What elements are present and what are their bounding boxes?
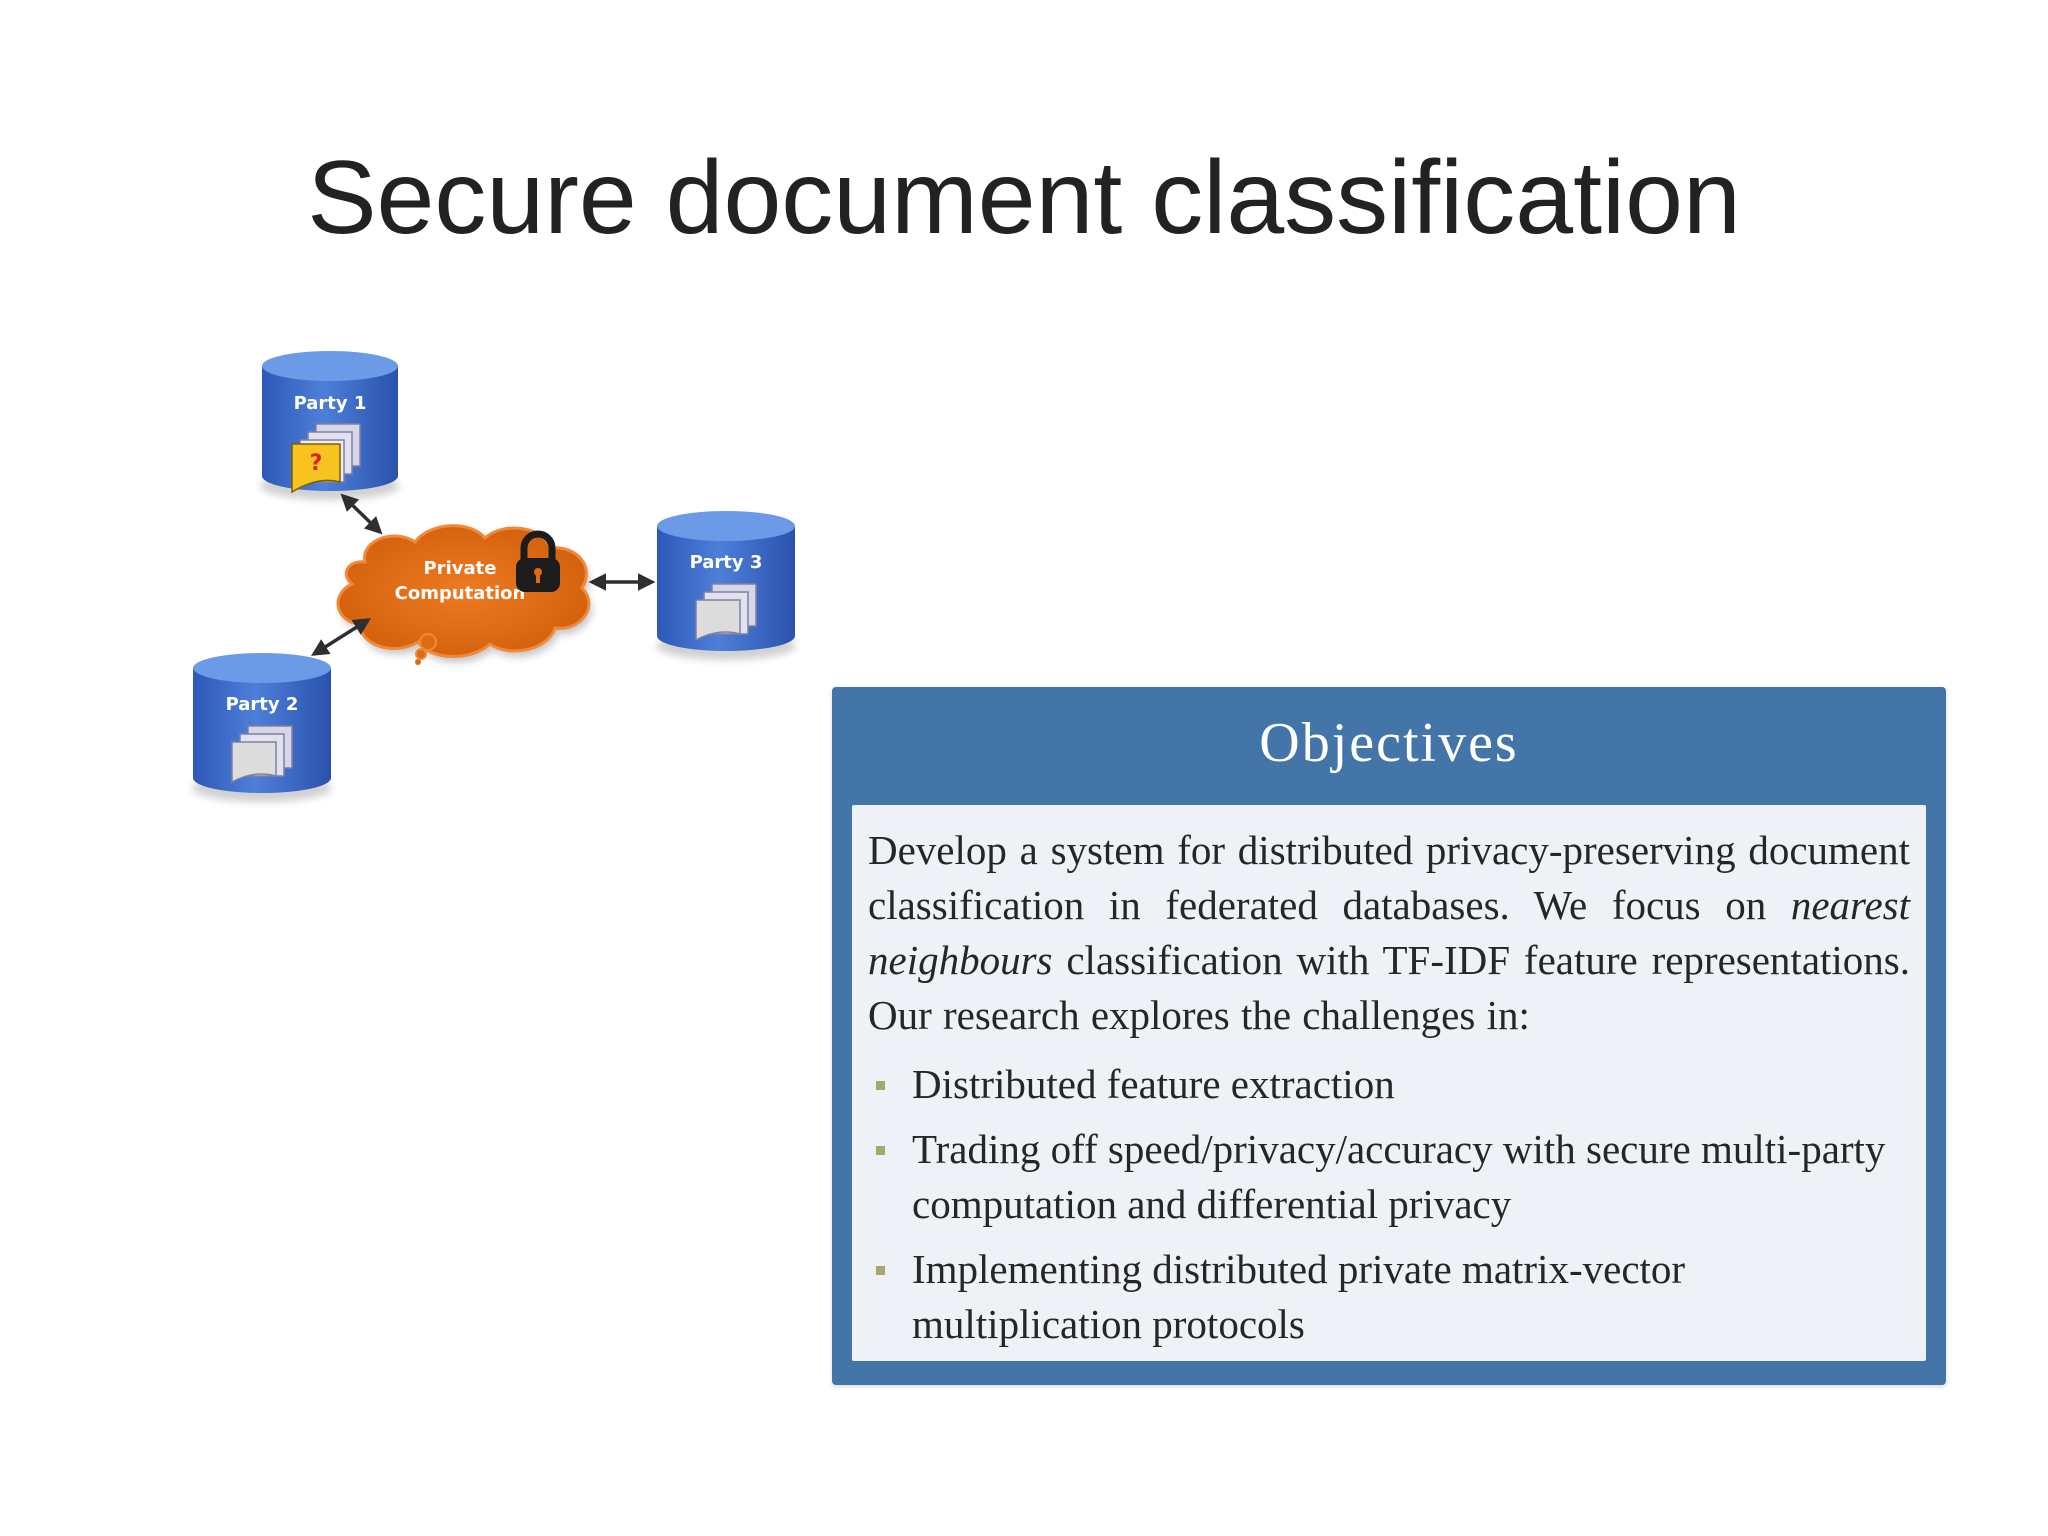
party-3-label: Party 3 (690, 552, 763, 573)
party-3-database: Party 3 (656, 511, 796, 660)
lock-icon (516, 530, 560, 592)
intro-text-part2: classification with TF-IDF feature repre… (868, 937, 1910, 1038)
objectives-body: Develop a system for distributed privacy… (852, 805, 1926, 1361)
intro-text-part1: Develop a system for distributed privacy… (868, 827, 1910, 928)
intro-emphasis: nearest neighbours (868, 882, 1910, 983)
document-stack-icon (231, 725, 293, 784)
objectives-box: Objectives Develop a system for distribu… (832, 687, 1946, 1385)
cloud-label-line2: Computation (395, 583, 526, 604)
party-2-database: Party 2 (192, 653, 332, 802)
arrow-party1-cloud (340, 493, 383, 535)
objectives-intro: Develop a system for distributed privacy… (868, 823, 1910, 1043)
list-item: Implementing distributed private matrix-… (868, 1242, 1910, 1352)
list-item-text: Implementing distributed private matrix-… (912, 1246, 1686, 1347)
private-computation-cloud: Private Computation (336, 524, 592, 665)
list-item: Distributed feature extraction (868, 1057, 1910, 1112)
party-2-label: Party 2 (226, 694, 299, 715)
party-1-label: Party 1 (294, 393, 367, 414)
bullet-square-icon (876, 1266, 885, 1275)
objectives-heading: Objectives (1259, 712, 1519, 774)
cloud-label-line1: Private (424, 558, 497, 579)
document-stack-icon: ? (291, 423, 361, 494)
list-item: Trading off speed/privacy/accuracy with … (868, 1122, 1910, 1232)
arrow-party2-cloud (311, 618, 371, 656)
party-1-database: Party 1 ? (260, 351, 400, 500)
list-item-text: Distributed feature extraction (912, 1061, 1395, 1107)
slide-title: Secure document classification (307, 140, 1741, 256)
query-document-icon (291, 443, 341, 494)
bullet-square-icon (876, 1081, 885, 1090)
document-stack-icon (695, 583, 757, 642)
question-mark-icon: ? (310, 451, 323, 476)
objectives-list: Distributed feature extraction Trading o… (868, 1057, 1910, 1352)
bullet-square-icon (876, 1146, 885, 1155)
list-item-text: Trading off speed/privacy/accuracy with … (912, 1126, 1886, 1227)
